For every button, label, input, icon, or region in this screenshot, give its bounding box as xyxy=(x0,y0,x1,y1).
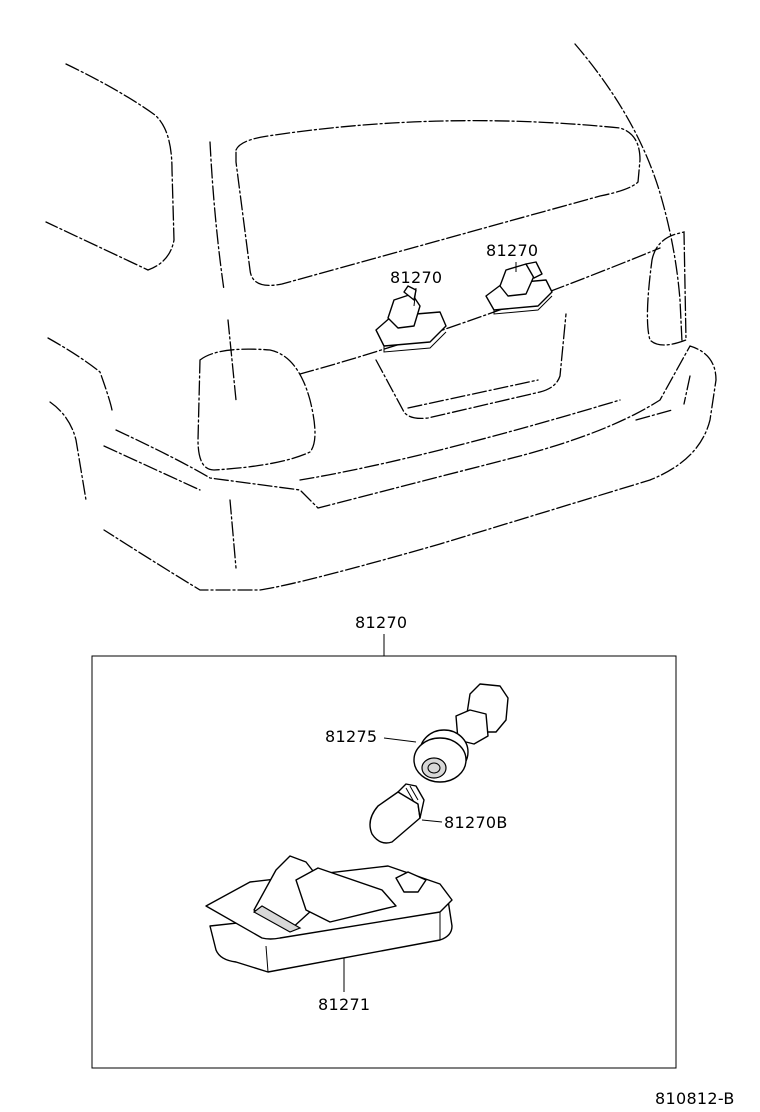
vehicle-rear-illustration xyxy=(45,43,717,591)
part-number-label: 81270 xyxy=(486,241,538,260)
upper-callout-right: 81270 xyxy=(486,241,538,272)
socket-part-number: 81275 xyxy=(325,727,377,746)
upper-callout-left: 81270 xyxy=(390,268,442,307)
detail-box xyxy=(91,655,677,1069)
socket-illustration xyxy=(413,683,509,783)
bulb-callout: 81270B xyxy=(421,813,508,832)
figure-code: 810812-B xyxy=(655,1089,735,1108)
socket-callout: 81275 xyxy=(325,727,417,746)
lamp-body-illustration xyxy=(205,855,453,973)
lamp-body-callout: 81271 xyxy=(318,958,370,1014)
license-lamp-left-illustration xyxy=(375,285,447,353)
detail-group-label: 81270 xyxy=(355,613,407,632)
lamp-body-part-number: 81271 xyxy=(318,995,370,1014)
bulb-part-number: 81270B xyxy=(444,813,508,832)
bulb-illustration xyxy=(369,783,425,844)
license-lamp-right-illustration xyxy=(485,261,553,315)
part-number-label: 81270 xyxy=(390,268,442,287)
